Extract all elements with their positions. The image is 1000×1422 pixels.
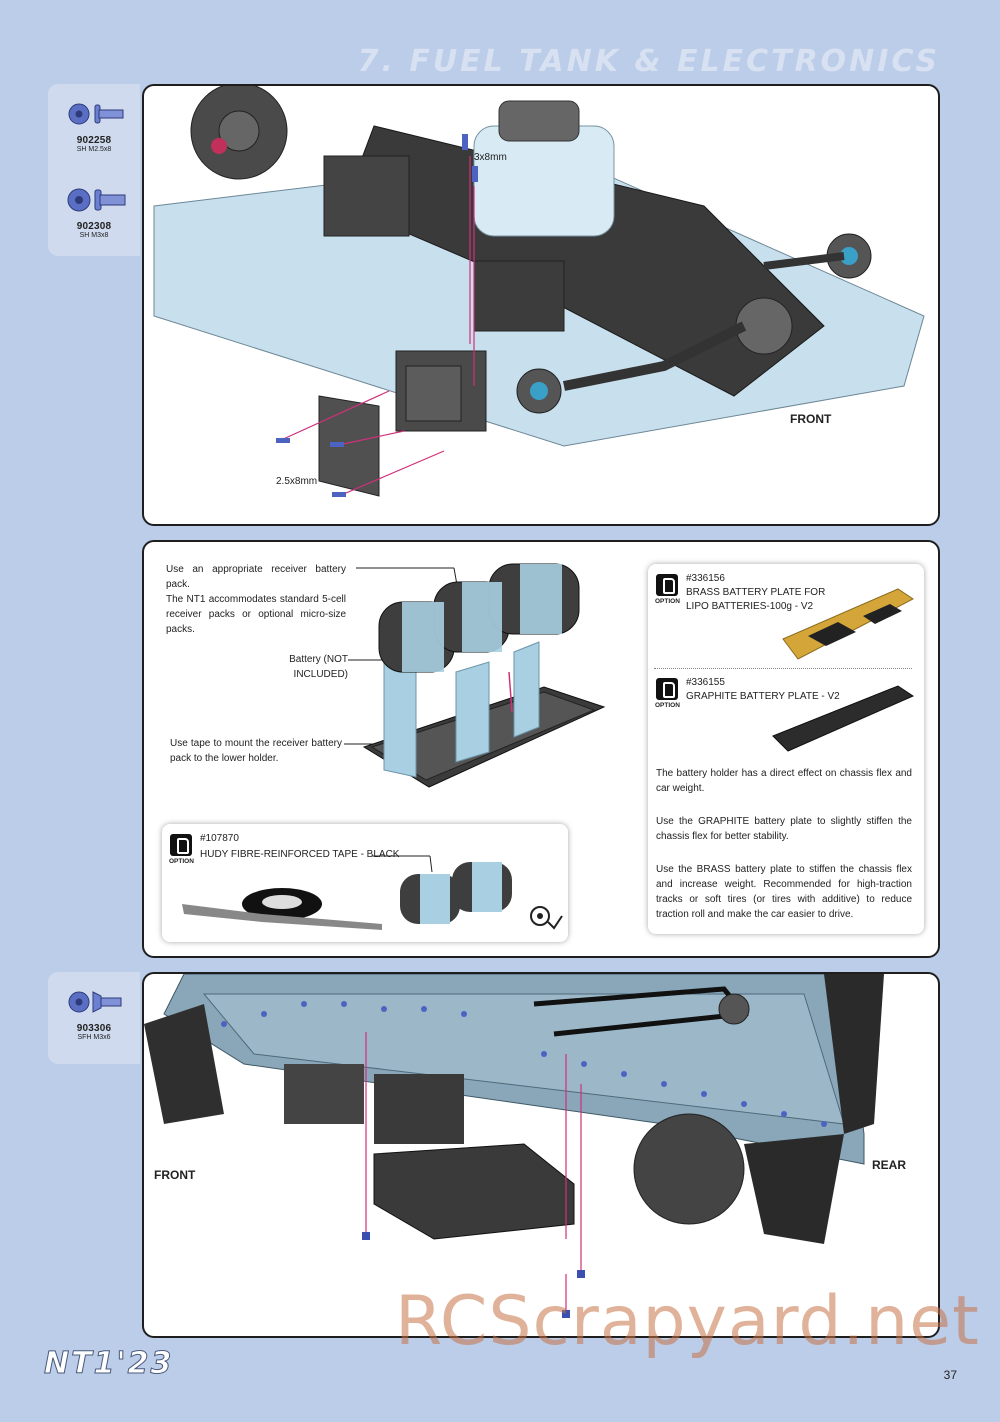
- option-tag: OPTION: [169, 858, 194, 865]
- watermark: RCScrapyard.net: [395, 1282, 980, 1361]
- parts-legend-top: 902258 SH M2.5x8 902308 SH M3x8: [48, 84, 140, 256]
- thumbs-up-icon: [170, 834, 192, 856]
- chassis-underside-illustration: [144, 974, 884, 1318]
- option-brass-name-1: BRASS BATTERY PLATE FOR: [686, 587, 826, 598]
- info-brass: Use the BRASS battery plate to stiffen t…: [656, 864, 912, 920]
- thumbs-up-icon: [656, 574, 678, 596]
- step3-panel: FRONT REAR: [142, 972, 940, 1338]
- front-direction-label: FRONT: [790, 412, 832, 426]
- note-receiver-pack: Use an appropriate receiver battery pack…: [166, 564, 346, 590]
- nt1-logo: NT1'23: [43, 1346, 174, 1382]
- page-number: 37: [943, 1368, 957, 1382]
- brass-plate-illustration: [782, 588, 914, 660]
- note-tape-mount: Use tape to mount the receiver battery p…: [170, 738, 342, 764]
- screw-size-label-3x8: 3x8mm: [474, 152, 507, 163]
- parts-legend-bottom: 903306 SFH M3x6: [48, 972, 140, 1064]
- divider: [654, 668, 912, 669]
- part-903306: 903306 SFH M3x6: [48, 988, 140, 1041]
- flat-head-screw-icon: [68, 991, 122, 1013]
- front-direction-label: FRONT: [154, 1168, 196, 1182]
- option-tape-number: #107870: [200, 833, 239, 844]
- step2-panel: Use an appropriate receiver battery pack…: [142, 540, 940, 958]
- section-title: 7. FUEL TANK & ELECTRONICS: [357, 44, 940, 79]
- screw-size-label-2-5x8: 2.5x8mm: [276, 476, 318, 487]
- option-graphite-number: #336155: [686, 677, 725, 688]
- note-nt1-packs: The NT1 accommodates standard 5-cell rec…: [166, 594, 346, 635]
- part-902258: 902258 SH M2.5x8: [48, 100, 140, 153]
- info-graphite: Use the GRAPHITE battery plate to slight…: [656, 816, 912, 842]
- assembly-check-icon: [530, 906, 563, 930]
- info-holder-effect: The battery holder has a direct effect o…: [656, 768, 912, 794]
- button-head-screw-icon: [67, 188, 126, 212]
- button-head-screw-icon: [68, 103, 124, 125]
- battery-plate-options-box: OPTION #336156 BRASS BATTERY PLATE FOR L…: [648, 564, 924, 934]
- battery-illustration: [344, 563, 606, 788]
- part-902308: 902308 SH M3x8: [48, 186, 140, 239]
- thumbs-up-icon: [656, 678, 678, 700]
- option-tape-name: HUDY FIBRE-REINFORCED TAPE - BLACK: [200, 849, 400, 860]
- option-brass-name-2: LIPO BATTERIES-100g - V2: [686, 601, 814, 612]
- graphite-plate-illustration: [772, 685, 915, 752]
- step1-panel: 3x8mm 2.5x8mm FRONT: [142, 84, 940, 526]
- note-battery-not-included: Battery (NOT INCLUDED): [289, 654, 348, 680]
- option-graphite-name: GRAPHITE BATTERY PLATE - V2: [686, 691, 840, 702]
- option-tape-box: OPTION #107870 HUDY FIBRE-REINFORCED TAP…: [162, 824, 568, 942]
- option-brass-number: #336156: [686, 573, 725, 584]
- tape-roll-illustration: [182, 855, 563, 930]
- chassis-fuel-tank-illustration: [153, 86, 925, 497]
- rear-direction-label: REAR: [872, 1158, 907, 1172]
